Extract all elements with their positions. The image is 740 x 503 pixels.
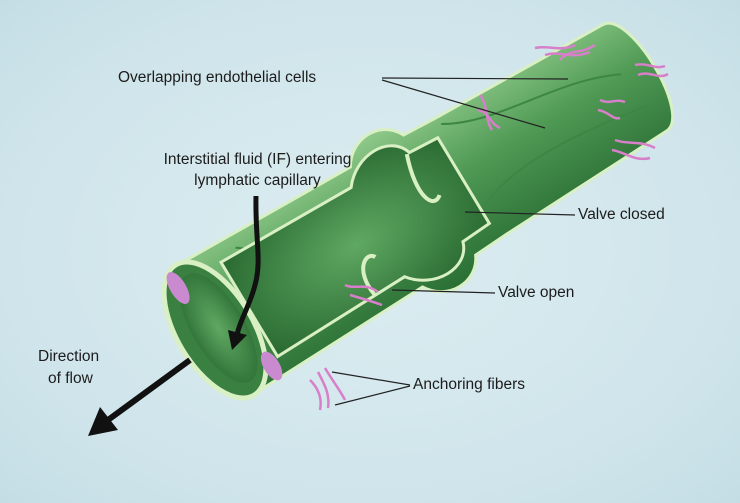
label-direction-line1: Direction: [38, 348, 100, 365]
anchoring-fibers: [309, 43, 669, 411]
valve-closed: [404, 153, 442, 203]
label-valve-open: Valve open: [498, 284, 575, 301]
if-flow-arrow: [228, 195, 261, 350]
nucleus: [166, 272, 190, 304]
capillary-tube: [161, 21, 675, 401]
leader-lines: [331, 77, 576, 406]
label-if-entering-line1: Interstitial fluid (IF) entering: [163, 151, 352, 168]
label-anchoring-fibers: Anchoring fibers: [413, 376, 526, 393]
direction-of-flow-arrow: [88, 357, 192, 436]
nucleus: [260, 351, 283, 381]
label-direction-line2: of flow: [48, 370, 93, 387]
label-valve-closed: Valve closed: [578, 206, 665, 223]
label-if-entering-line2: lymphatic capillary: [194, 172, 321, 189]
label-overlapping-endothelial-cells: Overlapping endothelial cells: [118, 69, 317, 86]
